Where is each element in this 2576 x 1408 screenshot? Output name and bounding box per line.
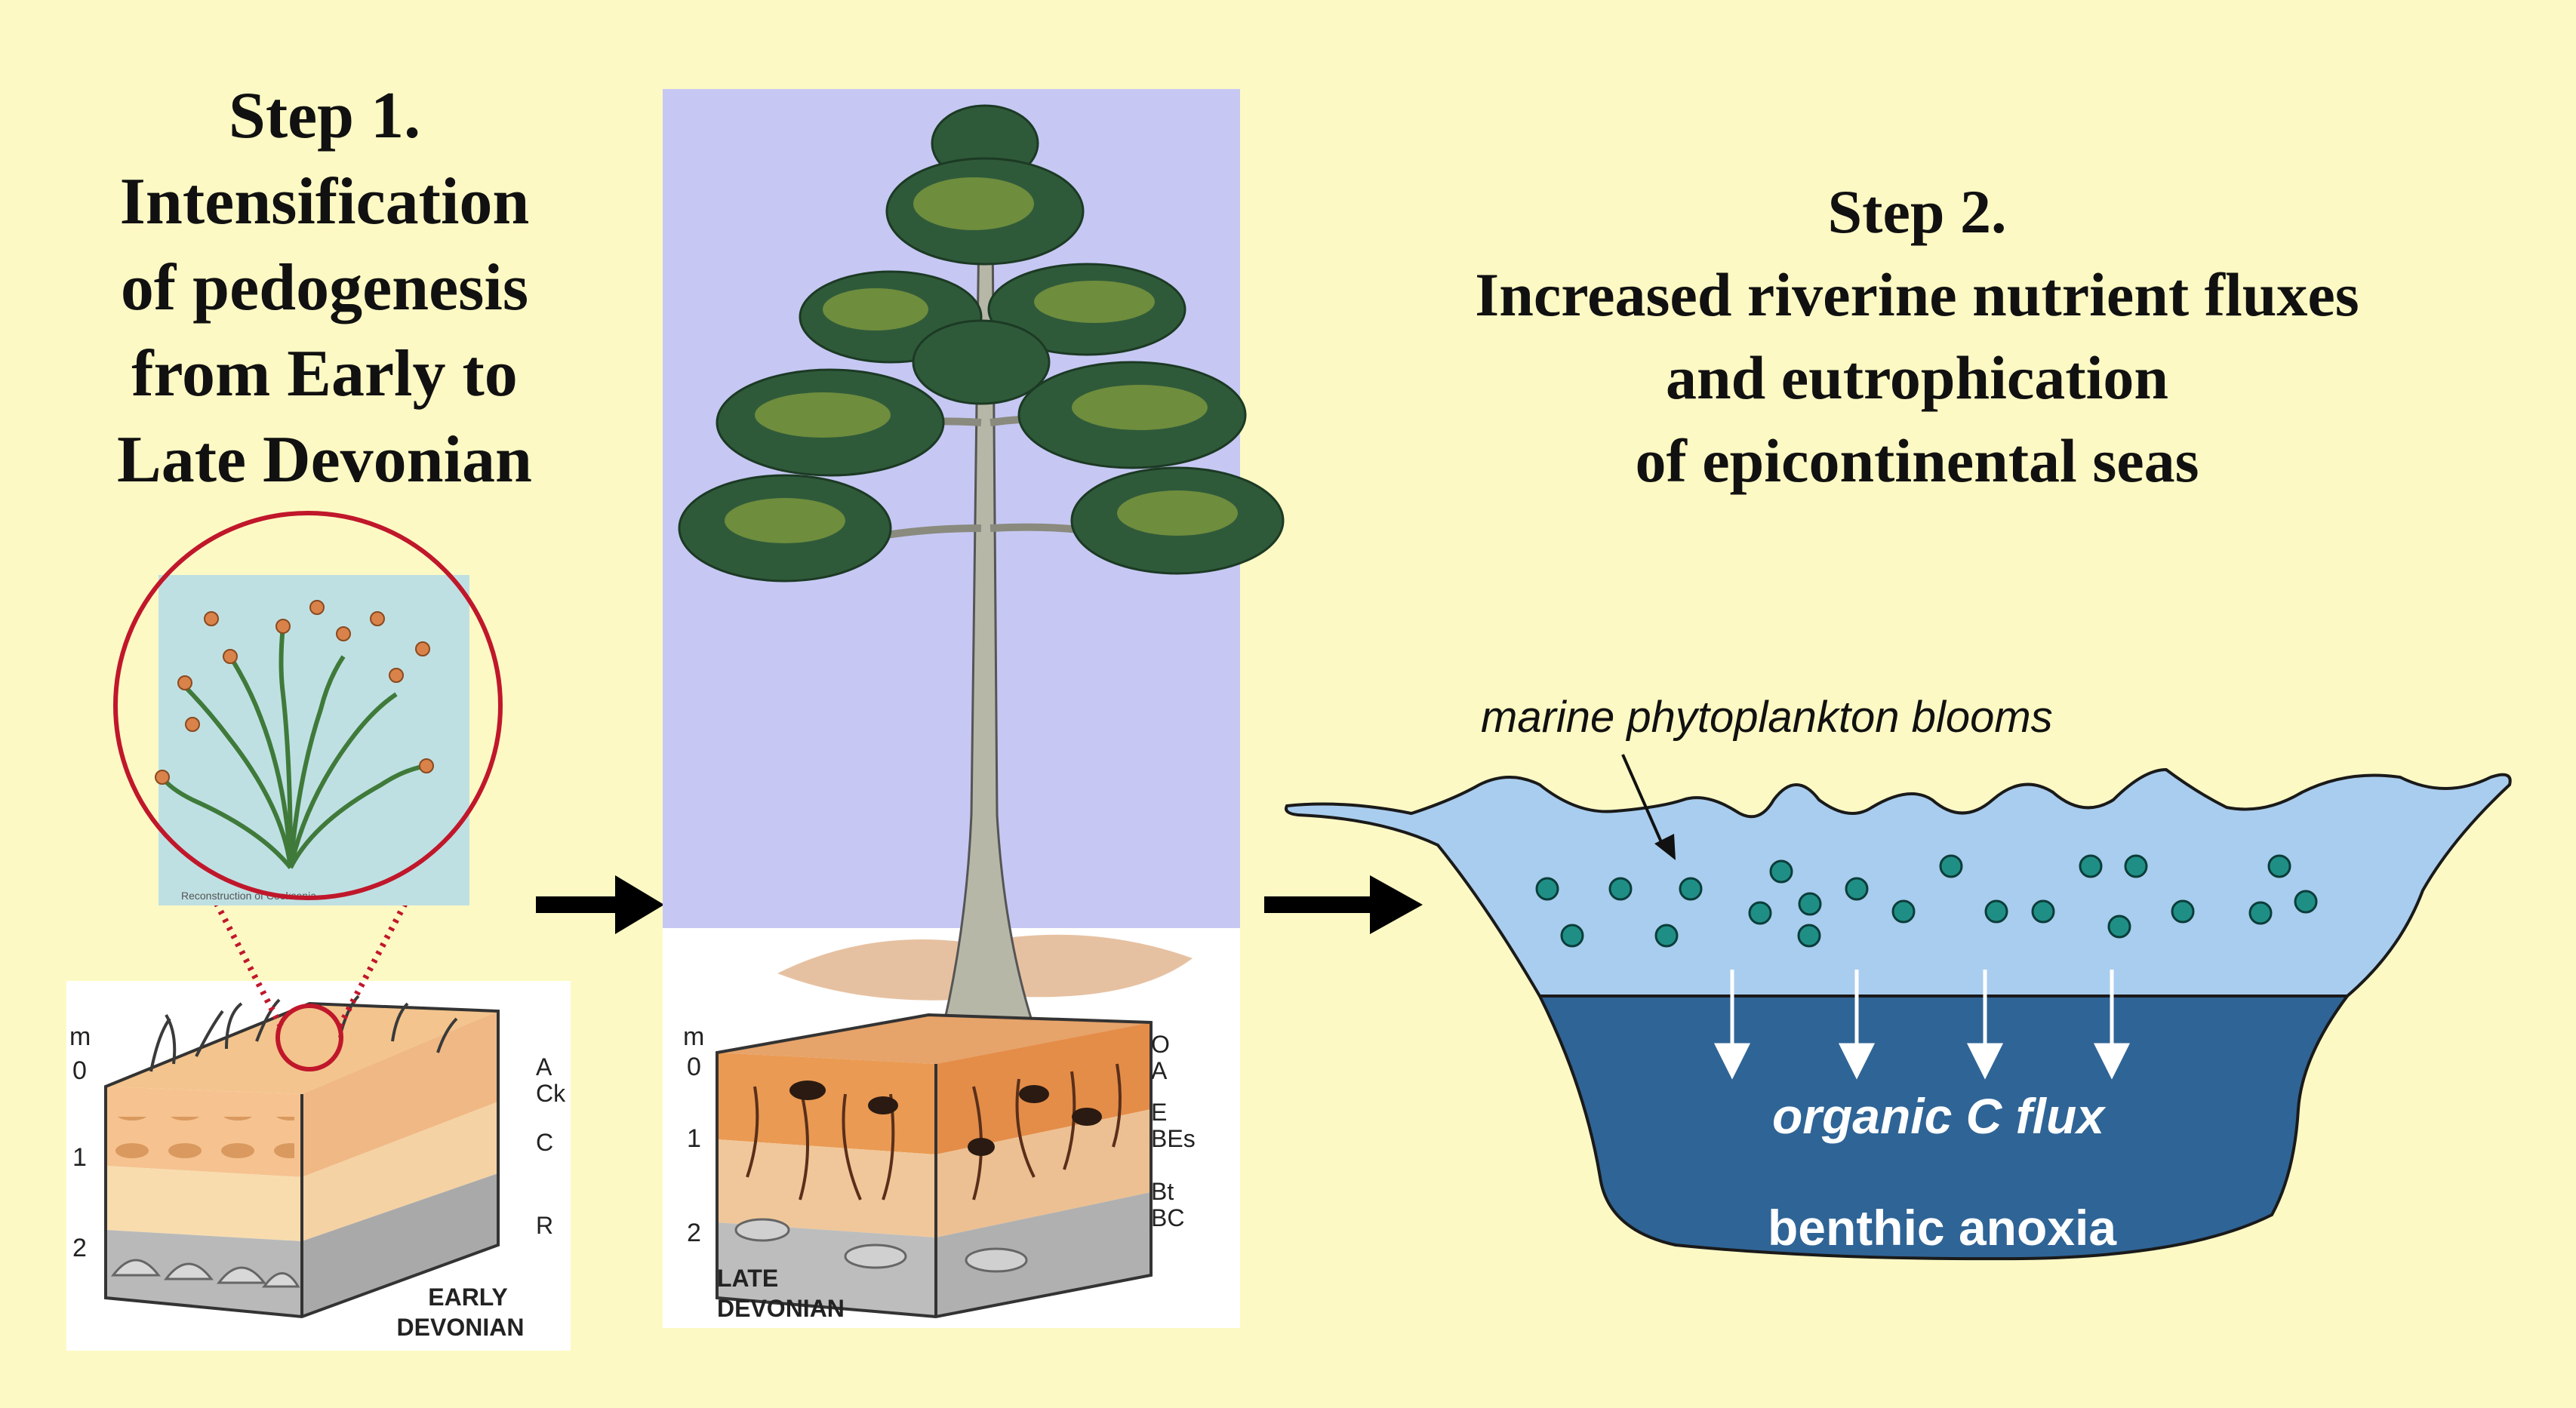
early-label-line: DEVONIAN (397, 1314, 525, 1341)
early-depth-unit: m (69, 1022, 91, 1051)
early-horizon: Ck (536, 1080, 566, 1107)
late-depth-tick: 2 (687, 1219, 701, 1247)
early-label-line: EARLY (428, 1283, 508, 1311)
early-depth-tick: 0 (72, 1056, 87, 1085)
late-horizon: E (1151, 1099, 1167, 1126)
late-front-middle (717, 1139, 936, 1237)
late-horizon: A (1151, 1057, 1168, 1084)
step1-title: Step 1. Intensification of pedogenesis f… (45, 83, 604, 513)
late-horizon: O (1151, 1031, 1170, 1058)
bloom-pointer (1621, 754, 1666, 850)
organic-flux-arrows (1713, 970, 2131, 1080)
late-label-line: LATE (717, 1265, 778, 1292)
arrow-late-to-step2 (1264, 875, 1423, 934)
late-label-line: DEVONIAN (717, 1295, 845, 1322)
arrow-step1-to-late (536, 875, 664, 934)
step2-line: Increased riverine nutrient fluxes (1475, 260, 2359, 329)
late-horizon: Bt (1151, 1178, 1174, 1205)
early-horizon: C (536, 1129, 553, 1156)
late-horizon: BEs (1151, 1125, 1196, 1152)
marine-basin: marine phytoplankton blooms organic C fl… (1285, 693, 2512, 1261)
late-side-middle (936, 1109, 1151, 1237)
step1-line: of pedogenesis (120, 251, 529, 324)
early-depth-tick: 1 (72, 1143, 87, 1172)
anoxia-label: benthic anoxia (1768, 1200, 2117, 1256)
step2-line: of epicontinental seas (1635, 426, 2199, 495)
step1-line: from Early to (131, 337, 518, 410)
flux-label: organic C flux (1772, 1088, 2106, 1144)
late-depth-unit: m (683, 1022, 704, 1051)
early-top-face (106, 1004, 498, 1094)
late-horizon: BC (1151, 1204, 1184, 1231)
early-side-bedrock (302, 1173, 498, 1317)
early-devonian-soil-block: m 0 1 2 A Ck C R EARLY DEVONIAN (66, 981, 571, 1351)
zoom-source-circle (275, 1004, 343, 1071)
zoom-connector-right (337, 798, 463, 1028)
step2-line: Step 2. (1827, 177, 2007, 246)
early-side-middle (302, 1102, 498, 1241)
cooksonia-plant (160, 626, 427, 869)
step2-title: Step 2. Increased riverine nutrient flux… (1336, 181, 2498, 513)
zoom-connector-left (159, 798, 284, 1028)
late-depth-tick: 0 (687, 1053, 701, 1081)
early-horizon: A (536, 1053, 552, 1081)
surface-water (1285, 767, 2512, 998)
inset-caption: Reconstruction of Cooksonia (181, 890, 316, 902)
early-side-upper (302, 1011, 498, 1177)
late-depth-tick: 1 (687, 1124, 701, 1153)
step1-line: Late Devonian (117, 423, 532, 496)
late-devonian-panel: m 0 1 2 O A E BEs Bt BC LATE DEVONIAN (663, 89, 1285, 1328)
late-front-upper (717, 1053, 936, 1154)
step2-line: and eutrophication (1665, 343, 2168, 412)
zoom-circle (113, 511, 503, 900)
early-depth-tick: 2 (72, 1234, 87, 1262)
deep-water (1537, 995, 2350, 1261)
step1-line: Step 1. (228, 79, 421, 152)
late-top-face (717, 1015, 1151, 1064)
bloom-label: marine phytoplankton blooms (1481, 693, 2053, 742)
cooksonia-inset: Reconstruction of Cooksonia (155, 575, 469, 905)
early-horizon: R (536, 1212, 553, 1239)
early-front-middle (106, 1166, 302, 1241)
step1-line: Intensification (119, 165, 530, 238)
plankton-dots (1535, 854, 2318, 948)
